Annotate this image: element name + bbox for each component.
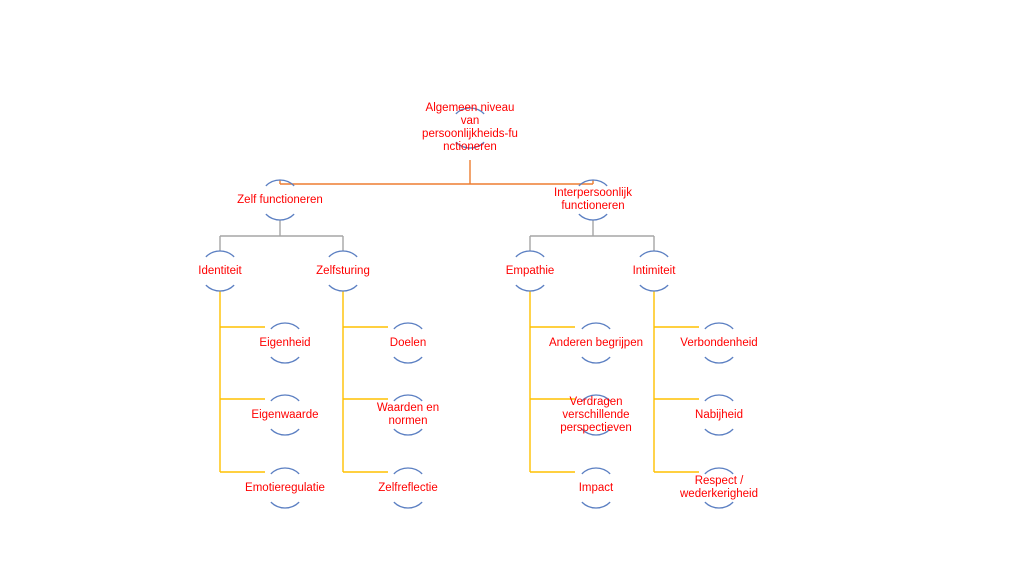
arc-bottom — [704, 356, 734, 364]
node-intimiteit-arc — [639, 250, 669, 292]
arc-bottom — [578, 213, 608, 221]
node-zelfsturing: Zelfsturing — [293, 246, 393, 296]
node-zelfsturing-arc — [328, 250, 358, 292]
node-waarden-en-normen-label: Waarden en normen — [376, 402, 440, 427]
arc-top — [328, 250, 358, 258]
node-waarden-en-normen: Waarden en normen — [353, 390, 463, 440]
node-respect-wederkerigheid: Respect / wederkerigheid — [659, 463, 779, 513]
arc-bottom — [270, 501, 300, 509]
arc-bottom — [515, 284, 545, 292]
arc-top — [704, 394, 734, 402]
node-doelen: Doelen — [353, 318, 463, 368]
arc-top — [393, 467, 423, 475]
node-root: Algemeen niveau van persoonlijkheids-fu … — [405, 98, 535, 158]
node-respect-wederkerigheid-label: Respect / wederkerigheid — [680, 475, 758, 500]
node-eigenheid: Eigenheid — [230, 318, 340, 368]
node-zelf-functioneren: Zelf functioneren — [215, 175, 345, 225]
node-doelen-label: Doelen — [389, 336, 427, 349]
node-verdragen-verschillende-perspectieven: Verdragen verschillende perspectieven — [536, 390, 656, 440]
node-impact: Impact — [536, 463, 656, 513]
arc-bottom — [455, 141, 485, 149]
node-impact-label: Impact — [578, 481, 614, 494]
arc-top — [455, 107, 485, 115]
arc-bottom — [704, 501, 734, 509]
arc-bottom — [270, 428, 300, 436]
arc-top — [393, 394, 423, 402]
node-anderen-begrijpen-label: Anderen begrijpen — [549, 336, 643, 349]
node-respect-wederkerigheid-arc — [704, 467, 734, 509]
arc-bottom — [393, 428, 423, 436]
arc-top — [270, 322, 300, 330]
arc-top — [581, 467, 611, 475]
node-identiteit: Identiteit — [170, 246, 270, 296]
arc-bottom — [704, 428, 734, 436]
arc-bottom — [205, 284, 235, 292]
arc-top — [270, 467, 300, 475]
node-doelen-arc — [393, 322, 423, 364]
arc-top — [704, 322, 734, 330]
node-intimiteit-label: Intimiteit — [632, 264, 676, 277]
node-eigenheid-label: Eigenheid — [259, 336, 311, 349]
arc-top — [515, 250, 545, 258]
node-empathie-arc — [515, 250, 545, 292]
node-identiteit-label: Identiteit — [198, 264, 242, 277]
arc-bottom — [581, 428, 611, 436]
node-verdragen-verschillende-perspectieven-arc — [581, 394, 611, 436]
arc-top — [265, 179, 295, 187]
arc-top — [270, 394, 300, 402]
arc-top — [581, 322, 611, 330]
node-root-label: Algemeen niveau van persoonlijkheids-fu … — [422, 102, 518, 153]
arc-top — [704, 467, 734, 475]
node-eigenwaarde: Eigenwaarde — [230, 390, 340, 440]
node-zelf-functioneren-label: Zelf functioneren — [237, 193, 323, 206]
node-emotieregulatie-arc — [270, 467, 300, 509]
node-zelf-functioneren-arc — [265, 179, 295, 221]
node-nabijheid-label: Nabijheid — [695, 408, 743, 421]
node-waarden-en-normen-arc — [393, 394, 423, 436]
arc-top — [639, 250, 669, 258]
node-empathie: Empathie — [480, 246, 580, 296]
node-zelfsturing-label: Zelfsturing — [316, 264, 370, 277]
node-zelfreflectie-label: Zelfreflectie — [378, 481, 438, 494]
arc-top — [581, 394, 611, 402]
node-verdragen-verschillende-perspectieven-label: Verdragen verschillende perspectieven — [560, 395, 632, 434]
node-nabijheid: Nabijheid — [659, 390, 779, 440]
node-emotieregulatie-label: Emotieregulatie — [245, 481, 325, 494]
node-eigenwaarde-arc — [270, 394, 300, 436]
arc-bottom — [265, 213, 295, 221]
arc-top — [205, 250, 235, 258]
node-verbondenheid-arc — [704, 322, 734, 364]
arc-bottom — [639, 284, 669, 292]
node-eigenheid-arc — [270, 322, 300, 364]
node-verbondenheid: Verbondenheid — [659, 318, 779, 368]
node-eigenwaarde-label: Eigenwaarde — [251, 408, 319, 421]
node-identiteit-arc — [205, 250, 235, 292]
arc-top — [393, 322, 423, 330]
arc-bottom — [393, 356, 423, 364]
arc-bottom — [581, 356, 611, 364]
node-impact-arc — [581, 467, 611, 509]
arc-bottom — [270, 356, 300, 364]
node-interpersoonlijk-functioneren-arc — [578, 179, 608, 221]
node-nabijheid-arc — [704, 394, 734, 436]
arc-bottom — [581, 501, 611, 509]
node-interpersoonlijk-functioneren-label: Interpersoonlijk functioneren — [554, 187, 632, 212]
node-empathie-label: Empathie — [505, 264, 555, 277]
node-anderen-begrijpen: Anderen begrijpen — [536, 318, 656, 368]
node-zelfreflectie: Zelfreflectie — [353, 463, 463, 513]
arc-bottom — [328, 284, 358, 292]
node-anderen-begrijpen-arc — [581, 322, 611, 364]
node-root-arc — [455, 107, 485, 149]
node-intimiteit: Intimiteit — [604, 246, 704, 296]
node-emotieregulatie: Emotieregulatie — [230, 463, 340, 513]
node-interpersoonlijk-functioneren: Interpersoonlijk functioneren — [528, 175, 658, 225]
arc-bottom — [393, 501, 423, 509]
arc-top — [578, 179, 608, 187]
node-zelfreflectie-arc — [393, 467, 423, 509]
node-verbondenheid-label: Verbondenheid — [680, 336, 758, 349]
